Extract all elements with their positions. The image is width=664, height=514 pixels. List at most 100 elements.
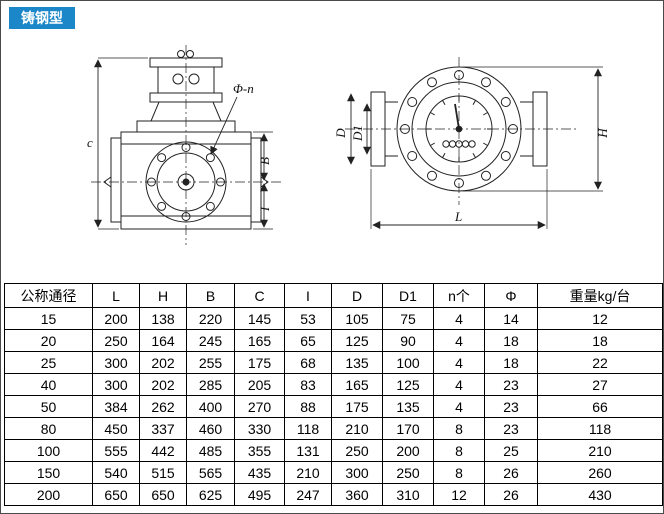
flange-face-circle [396, 66, 522, 192]
counter-window [172, 73, 184, 85]
table-cell: 25 [4, 351, 93, 374]
dial-gauge [425, 95, 493, 163]
table-cell: 12 [537, 307, 663, 330]
seal-circle [186, 50, 194, 58]
bolt-hole [454, 70, 464, 80]
cover-circle [411, 81, 507, 177]
table-cell: 80 [4, 417, 93, 440]
bolt-hole [205, 201, 215, 211]
table-cell: 18 [537, 329, 663, 352]
table-header-cell: I [284, 283, 332, 308]
table-cell: 310 [382, 483, 434, 506]
table-cell: 625 [186, 483, 235, 506]
table-cell: 360 [331, 483, 383, 506]
table-cell: 135 [331, 351, 383, 374]
odometer-wheel [448, 140, 457, 148]
table-cell: 245 [186, 329, 235, 352]
front-cover-inner-circle [156, 152, 216, 212]
table-header-cell: Φ [484, 283, 538, 308]
table-cell: 170 [382, 417, 434, 440]
dim-label-l: L [454, 209, 462, 224]
table-cell: 384 [92, 395, 140, 418]
leader-line-phi-n [210, 96, 238, 155]
table-cell: 250 [331, 439, 383, 462]
bolt-hole [216, 177, 225, 187]
table-cell: 202 [139, 351, 187, 374]
table-cell: 485 [186, 439, 235, 462]
table-cell: 105 [331, 307, 383, 330]
left-port-tip [103, 176, 112, 188]
table-cell: 40 [4, 373, 93, 396]
odometer-wheel [442, 140, 450, 148]
dim-label-h: H [595, 128, 610, 139]
odometer-wheel [461, 140, 470, 148]
bolt-hole [481, 170, 491, 181]
table-cell: 138 [139, 307, 187, 330]
table-cell: 83 [284, 373, 332, 396]
table-cell: 200 [382, 439, 434, 462]
table-cell: 65 [284, 329, 332, 352]
table-cell: 300 [92, 373, 140, 396]
table-cell: 14 [484, 307, 538, 330]
table-cell: 285 [186, 373, 235, 396]
table-cell: 20 [4, 329, 93, 352]
front-view [91, 45, 283, 245]
table-cell: 250 [92, 329, 140, 352]
table-cell: 460 [186, 417, 235, 440]
side-view [345, 57, 603, 230]
table-cell: 650 [92, 483, 140, 506]
flow-meter-drawing: Φ-n c B I [87, 45, 610, 245]
table-cell: 18 [484, 351, 538, 374]
table-cell: 4 [433, 329, 485, 352]
bolt-hole [427, 77, 437, 88]
table-cell: 118 [284, 417, 332, 440]
table-cell: 650 [139, 483, 187, 506]
table-cell: 164 [139, 329, 187, 352]
table-cell: 175 [331, 395, 383, 418]
table-cell: 300 [331, 461, 383, 484]
bolt-hole [500, 151, 511, 161]
table-cell: 12 [433, 483, 485, 506]
dim-label-i: I [257, 206, 272, 212]
dim-label-d1: D1 [350, 125, 365, 142]
dial-ticks [426, 96, 492, 162]
table-cell: 450 [92, 417, 140, 440]
table-cell: 200 [92, 307, 140, 330]
bolt-hole [454, 178, 464, 188]
table-header-cell: 重量kg/台 [537, 283, 663, 308]
table-cell: 4 [433, 351, 485, 374]
table-cell: 66 [537, 395, 663, 418]
dim-label-phi-n: Φ-n [233, 81, 254, 96]
table-cell: 202 [139, 373, 187, 396]
table-cell: 495 [234, 483, 285, 506]
table-cell: 205 [234, 373, 285, 396]
bolt-hole [407, 151, 418, 161]
table-cell: 300 [92, 351, 140, 374]
table-header-cell: B [186, 283, 235, 308]
odometer-wheel [468, 140, 476, 148]
table-cell: 68 [284, 351, 332, 374]
table-cell: 355 [234, 439, 285, 462]
table-cell: 430 [537, 483, 663, 506]
table-cell: 247 [284, 483, 332, 506]
table-cell: 565 [186, 461, 235, 484]
table-cell: 4 [433, 373, 485, 396]
table-cell: 131 [284, 439, 332, 462]
table-cell: 4 [433, 395, 485, 418]
table-cell: 220 [186, 307, 235, 330]
bolt-hole [427, 170, 437, 181]
table-cell: 23 [484, 417, 538, 440]
bolt-hole [481, 77, 491, 88]
table-cell: 165 [234, 329, 285, 352]
table-cell: 255 [186, 351, 235, 374]
table-cell: 515 [139, 461, 187, 484]
table-cell: 337 [139, 417, 187, 440]
